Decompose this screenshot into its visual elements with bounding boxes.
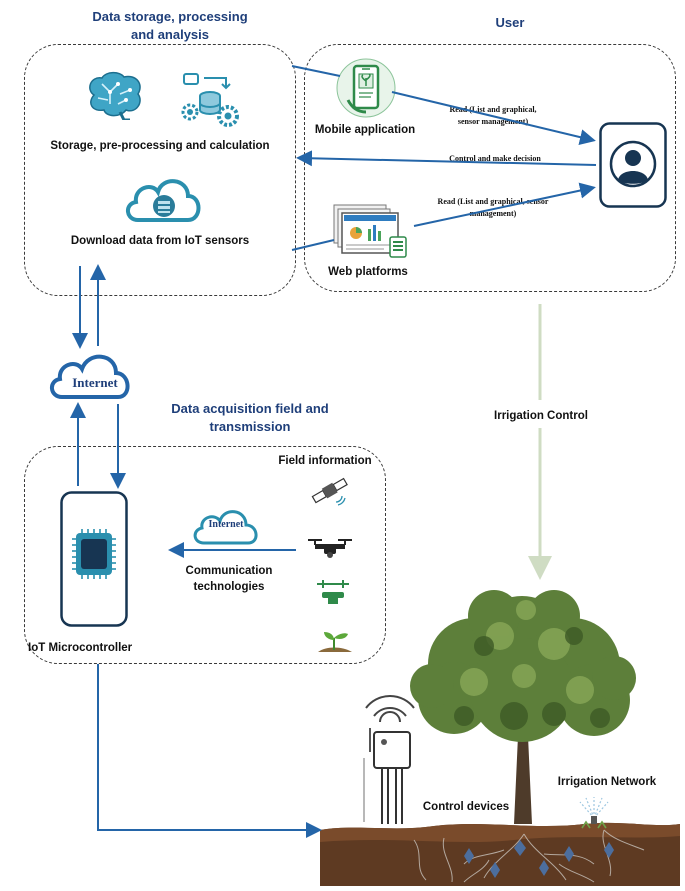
soil-icon [320, 822, 680, 886]
satellite-icon [311, 477, 348, 506]
acquisition-section-box [24, 446, 386, 664]
irrigation-network-label: Irrigation Network [557, 776, 657, 788]
iot-microcontroller-label: IoT Microcontroller [28, 642, 133, 654]
download-data-label: Download data from IoT sensors [70, 235, 250, 247]
sensor-icon [317, 580, 349, 604]
cloud-database-icon [126, 179, 201, 222]
internet-main-label: Internet [72, 375, 118, 390]
mobile-app-label: Mobile application [314, 124, 416, 136]
internet-small-label: Internet [208, 519, 244, 530]
field-information-label: Field information [278, 455, 372, 467]
database-gears-icon [181, 73, 239, 127]
seedling-icon [318, 632, 352, 652]
storage-section-box [24, 44, 296, 296]
user-section-box [304, 44, 676, 292]
drone-icon [308, 539, 352, 558]
tree-icon [410, 590, 636, 824]
storage-preprocessing-label: Storage, pre-processing and calculation [50, 140, 270, 152]
read-mobile-label: Read (List and graphical, sensor managem… [449, 105, 537, 126]
monitor-dashboard-icon[interactable] [332, 203, 410, 261]
comm-technologies-label: Communication technologies [185, 565, 273, 593]
control-devices-label: Control devices [422, 801, 510, 813]
microchip-icon [60, 491, 128, 627]
read-web-label: Read (List and graphical, sensor managem… [437, 197, 549, 218]
irrigation-control-label: Irrigation Control [494, 410, 588, 422]
sensor-device-icon [363, 695, 415, 824]
storage-title: Data storage, processing and analysis [92, 9, 248, 42]
cloud-icon [193, 510, 258, 545]
sprinkler-icon [579, 797, 609, 829]
web-platforms-label: Web platforms [328, 266, 408, 278]
acquisition-title: Data acquisition field and transmission [171, 401, 329, 434]
control-decision-label: Control and make decision [449, 154, 541, 163]
cloud-icon [50, 354, 130, 399]
user-avatar-icon[interactable] [599, 122, 667, 208]
brain-icon [89, 71, 141, 120]
smartphone-icon[interactable] [336, 56, 396, 120]
user-title: User [495, 15, 525, 30]
